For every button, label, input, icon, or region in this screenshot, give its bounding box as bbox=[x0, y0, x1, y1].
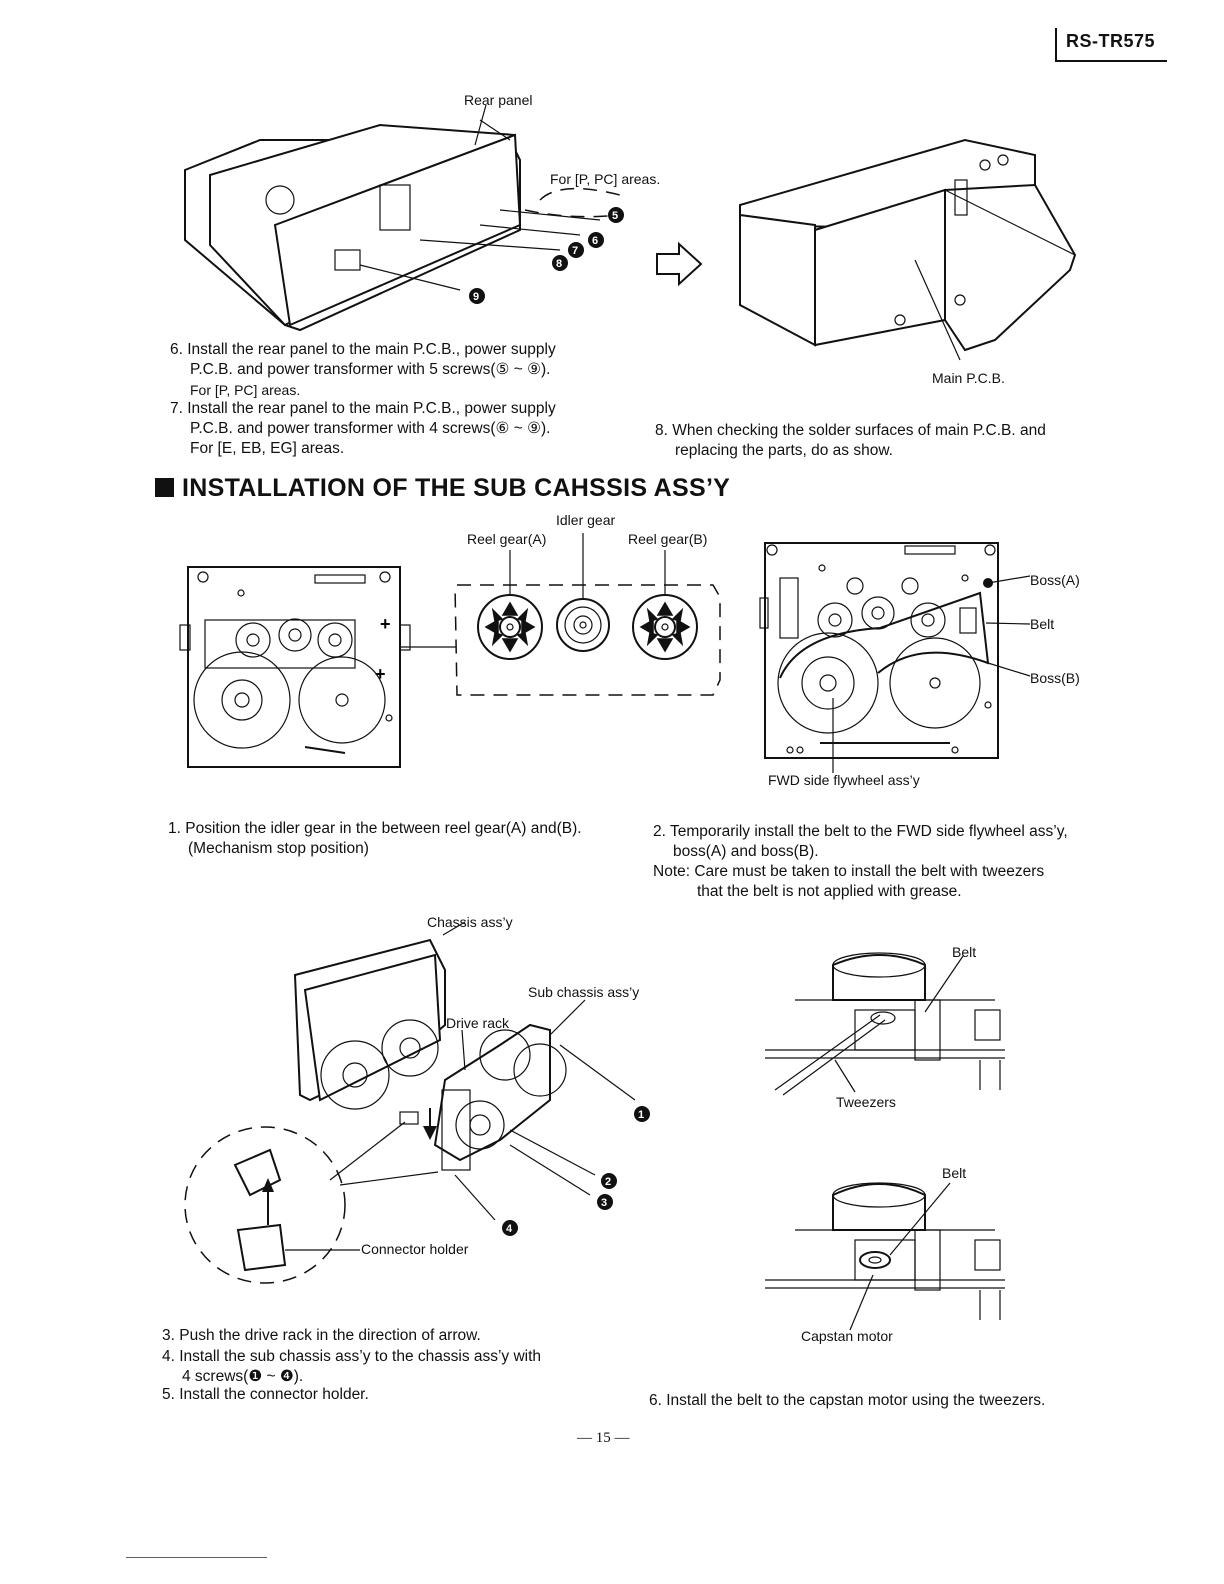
main-pcb-figure bbox=[739, 138, 1077, 361]
svg-text:8: 8 bbox=[556, 258, 562, 270]
label-idler-gear: Idler gear bbox=[556, 512, 616, 528]
svg-text:+: + bbox=[375, 664, 386, 684]
step-5: 5. Install the connector holder. bbox=[162, 1386, 369, 1403]
svg-text:4: 4 bbox=[506, 1223, 513, 1235]
label-capstan-motor: Capstan motor bbox=[801, 1328, 893, 1344]
svg-text:9: 9 bbox=[473, 291, 479, 303]
section-title: INSTALLATION OF THE SUB CAHSSIS ASS’Y bbox=[155, 474, 730, 503]
model-number: RS-TR575 bbox=[1066, 31, 1156, 51]
label-reel-gear-b: Reel gear(B) bbox=[628, 531, 708, 547]
label-chassis-assy: Chassis ass’y bbox=[427, 914, 513, 930]
label-belt-bottom: Belt bbox=[942, 1165, 967, 1181]
svg-text:5: 5 bbox=[612, 210, 618, 222]
svg-text:3: 3 bbox=[601, 1197, 607, 1209]
label-main-pcb: Main P.C.B. bbox=[932, 370, 1005, 386]
label-fwd-flywheel: FWD side flywheel ass’y bbox=[768, 772, 920, 788]
svg-text:6: 6 bbox=[592, 235, 598, 247]
rear-panel-figure: 5 6 7 8 9 bbox=[184, 104, 624, 332]
header-rule bbox=[1055, 28, 1057, 62]
svg-text:2: 2 bbox=[605, 1176, 611, 1188]
label-drive-rack: Drive rack bbox=[446, 1015, 510, 1031]
label-boss-a: Boss(A) bbox=[1030, 572, 1080, 588]
idler-gear-figure: + + bbox=[179, 533, 721, 768]
belt-figure bbox=[759, 542, 1031, 773]
section-bullet-icon bbox=[155, 478, 174, 497]
step-2: 2. Temporarily install the belt to the F… bbox=[653, 823, 1068, 900]
capstan-belt-figure-bottom bbox=[765, 1182, 1005, 1331]
header-underline bbox=[1055, 60, 1167, 62]
label-belt-mid: Belt bbox=[1030, 616, 1055, 632]
step-1: 1. Position the idler gear in the betwee… bbox=[168, 820, 582, 857]
step-3: 3. Push the drive rack in the direction … bbox=[162, 1327, 481, 1344]
svg-text:7: 7 bbox=[572, 245, 578, 257]
page-number: — 15 — bbox=[577, 1430, 630, 1446]
label-rear-panel: Rear panel bbox=[464, 92, 533, 108]
label-belt-top: Belt bbox=[952, 944, 977, 960]
label-boss-b: Boss(B) bbox=[1030, 670, 1080, 686]
label-sub-chassis-assy: Sub chassis ass’y bbox=[528, 984, 640, 1000]
svg-text:1: 1 bbox=[638, 1109, 644, 1121]
step-6-bottom: 6. Install the belt to the capstan motor… bbox=[649, 1392, 1046, 1409]
step-4: 4. Install the sub chassis ass’y to the … bbox=[162, 1348, 542, 1385]
bottom-rule bbox=[126, 1557, 267, 1558]
label-p-pc-areas: For [P, PC] areas. bbox=[550, 171, 661, 187]
tweezers-belt-figure-top bbox=[765, 952, 1005, 1096]
step-7-top: 7. Install the rear panel to the main P.… bbox=[170, 400, 556, 457]
label-reel-gear-a: Reel gear(A) bbox=[467, 531, 547, 547]
label-connector-holder: Connector holder bbox=[361, 1241, 469, 1257]
label-tweezers: Tweezers bbox=[836, 1094, 896, 1110]
chassis-assembly-figure: 1 2 3 4 bbox=[184, 921, 650, 1284]
step-6-top: 6. Install the rear panel to the main P.… bbox=[170, 341, 556, 398]
right-arrow-icon bbox=[656, 241, 703, 287]
step-8-top: 8. When checking the solder surfaces of … bbox=[655, 422, 1046, 459]
svg-text:+: + bbox=[380, 614, 391, 634]
